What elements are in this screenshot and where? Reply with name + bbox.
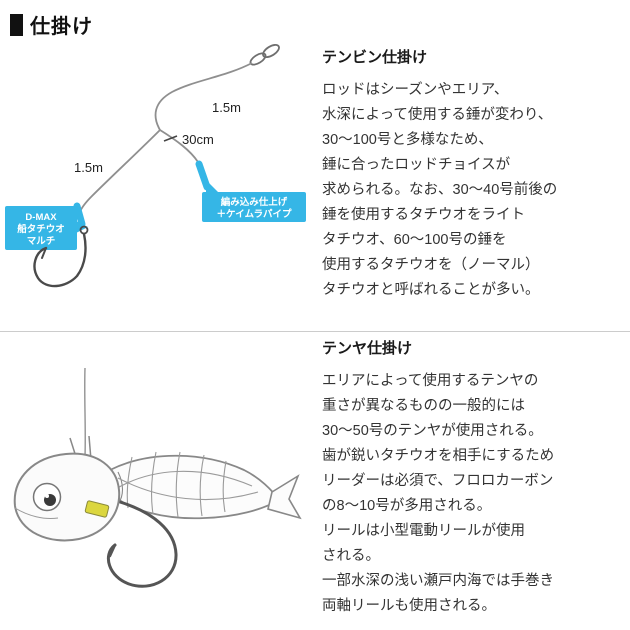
length-label-branch: 30cm (182, 132, 214, 147)
pipe-callout-line2: ＋ケイムラパイプ (216, 208, 292, 220)
tenya-body: エリアによって使用するテンヤの 重さが異なるものの一般的には 30〜50号のテン… (322, 373, 555, 614)
tenbin-body: ロッドはシーズンやエリア、 水深によって使用する錘が変わり、 30〜100号と多… (322, 82, 558, 298)
tenya-head (13, 452, 121, 542)
pipe-callout-line1: 編み込み仕上げ (221, 196, 288, 208)
hook-callout-line1: D-MAX (25, 212, 57, 223)
tenbin-rig-diagram: 1.5m 30cm 1.5m 編み込み仕上げ ＋ケイムラパイプ D-MAX 船タ… (5, 43, 306, 288)
hook-callout: D-MAX 船タチウオ マルチ (5, 206, 88, 250)
thread-wraps (113, 451, 259, 518)
hook-callout-line3: マルチ (27, 236, 56, 247)
hook-icon (33, 225, 89, 288)
snap-swivel-icon (249, 43, 280, 66)
bait-tail-fin (267, 474, 302, 520)
tenya-hook-icon (106, 500, 178, 588)
tenya-section: テンヤ仕掛け エリアによって使用するテンヤの 重さが異なるものの一般的には 30… (322, 337, 624, 619)
section-divider (0, 331, 630, 332)
rig-line-top (154, 62, 253, 131)
bait-fish (106, 454, 302, 520)
page-title: 仕掛け (30, 16, 93, 38)
tenya-illustration (13, 367, 302, 588)
tenbin-section: テンビン仕掛け ロッドはシーズンやエリア、 水深によって使用する錘が変わり、 3… (322, 46, 624, 303)
section-marker (10, 13, 23, 36)
page-header: 仕掛け (10, 10, 93, 39)
length-label-top: 1.5m (212, 100, 241, 115)
rig-line-bottom (77, 129, 161, 227)
length-label-bottom: 1.5m (74, 160, 103, 175)
hook-callout-line2: 船タチウオ (17, 223, 65, 235)
kemura-pipe-dropper (195, 160, 211, 191)
tenbin-heading: テンビン仕掛け (322, 49, 428, 66)
tenya-heading: テンヤ仕掛け (322, 340, 413, 357)
rubber-band (84, 500, 110, 518)
pipe-callout: 編み込み仕上げ ＋ケイムラパイプ (202, 180, 306, 222)
leader-line (83, 367, 87, 457)
kemura-pipe-hook (73, 202, 86, 228)
measure-tick (163, 135, 178, 142)
